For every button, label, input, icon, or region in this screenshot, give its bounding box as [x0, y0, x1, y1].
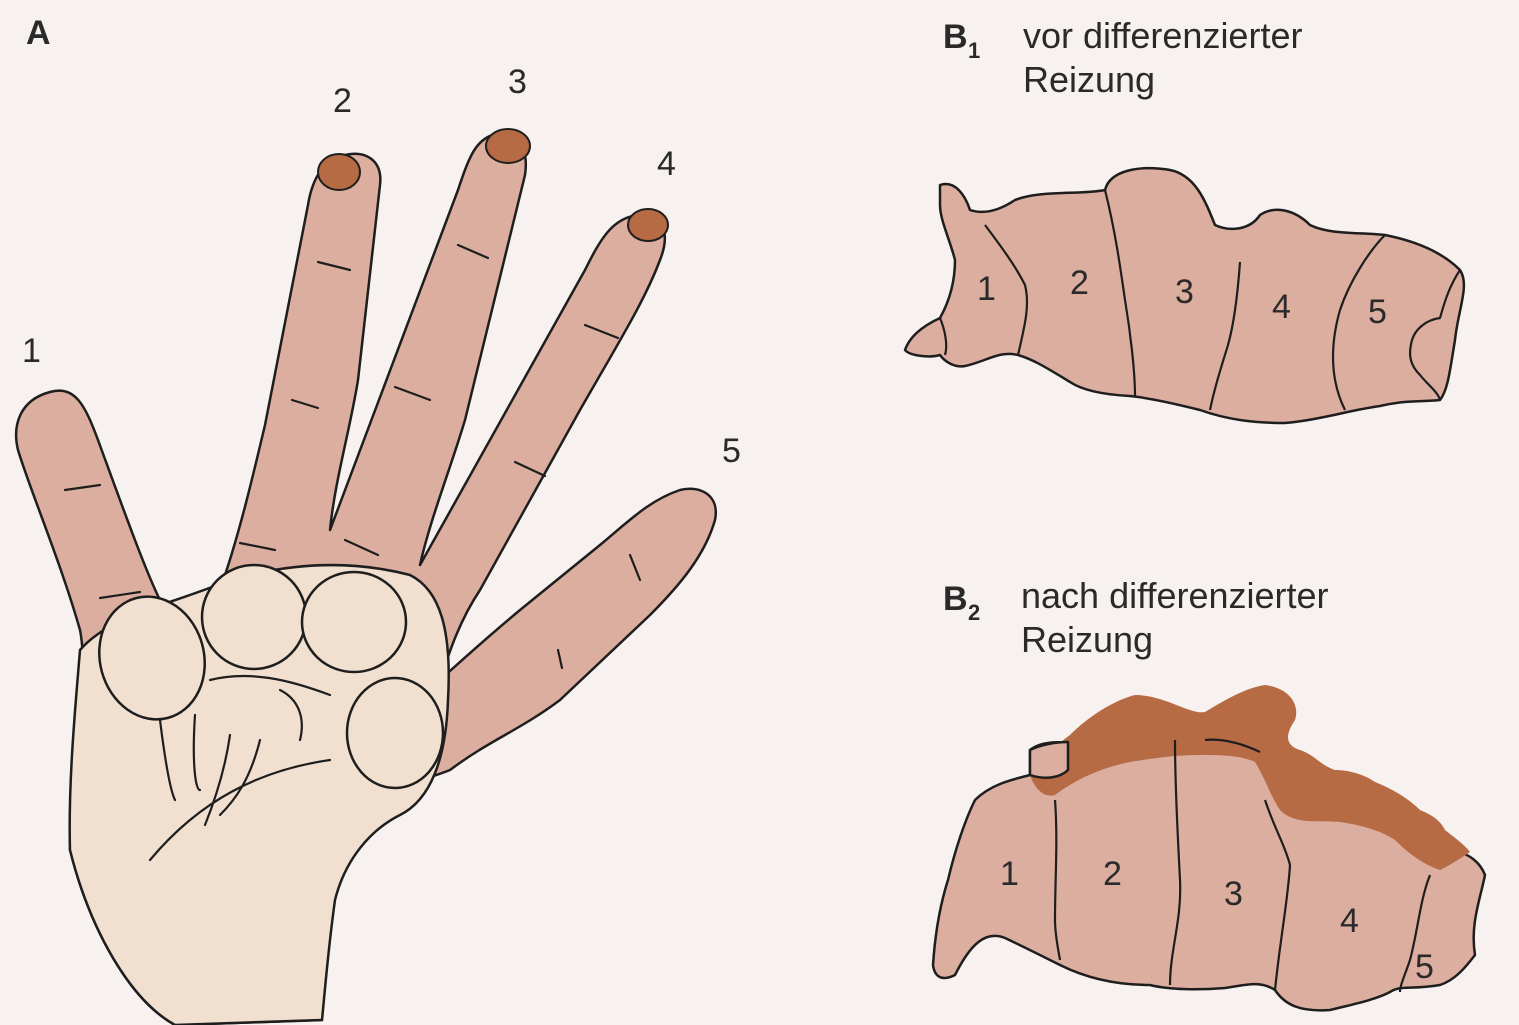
panel-b2-letter: B: [943, 580, 968, 618]
finger-number-3: 3: [508, 63, 527, 101]
finger-number-1: 1: [22, 332, 41, 370]
panel-b2-subscript: 2: [968, 600, 980, 625]
b1-region-2: 2: [1070, 264, 1089, 302]
panel-b2-caption-line1: nach differenzierter: [1021, 575, 1329, 616]
b1-region-4: 4: [1272, 288, 1291, 326]
finger-number-2: 2: [333, 82, 352, 120]
stimulated-fingertip-4: [628, 209, 668, 241]
b1-region-3: 3: [1175, 273, 1194, 311]
b2-region-4: 4: [1340, 902, 1359, 940]
panel-b1-caption-line1: vor differenzierter: [1023, 15, 1302, 56]
panel-b2-caption-line2: Reizung: [1021, 619, 1153, 660]
palm-pad-4: [347, 678, 443, 788]
panel-b1: B 1 vor differenzierter Reizung 1 2 3 4 …: [905, 15, 1464, 423]
b1-region-5: 5: [1368, 293, 1387, 331]
palm-pad-2: [202, 565, 306, 669]
b2-region-5: 5: [1415, 948, 1434, 986]
panel-b1-subscript: 1: [968, 38, 980, 63]
b2-region-1: 1: [1000, 855, 1019, 893]
panel-a-letter: A: [26, 14, 51, 52]
finger-number-5: 5: [722, 432, 741, 470]
panel-b1-caption-line2: Reizung: [1023, 59, 1155, 100]
cortex-fragment: [1030, 742, 1068, 778]
palm-pad-3: [302, 572, 406, 672]
stimulated-fingertip-3: [486, 129, 530, 163]
finger-number-4: 4: [657, 145, 676, 183]
panel-a: A 1 2: [16, 14, 741, 1025]
panel-b2: B 2 nach differenzierter Reizung 1 2 3 4…: [933, 575, 1485, 1010]
b1-region-1: 1: [977, 270, 996, 308]
b2-region-2: 2: [1103, 855, 1122, 893]
panel-b1-letter: B: [943, 18, 968, 56]
b2-region-3: 3: [1224, 875, 1243, 913]
stimulated-fingertip-2: [318, 154, 360, 190]
